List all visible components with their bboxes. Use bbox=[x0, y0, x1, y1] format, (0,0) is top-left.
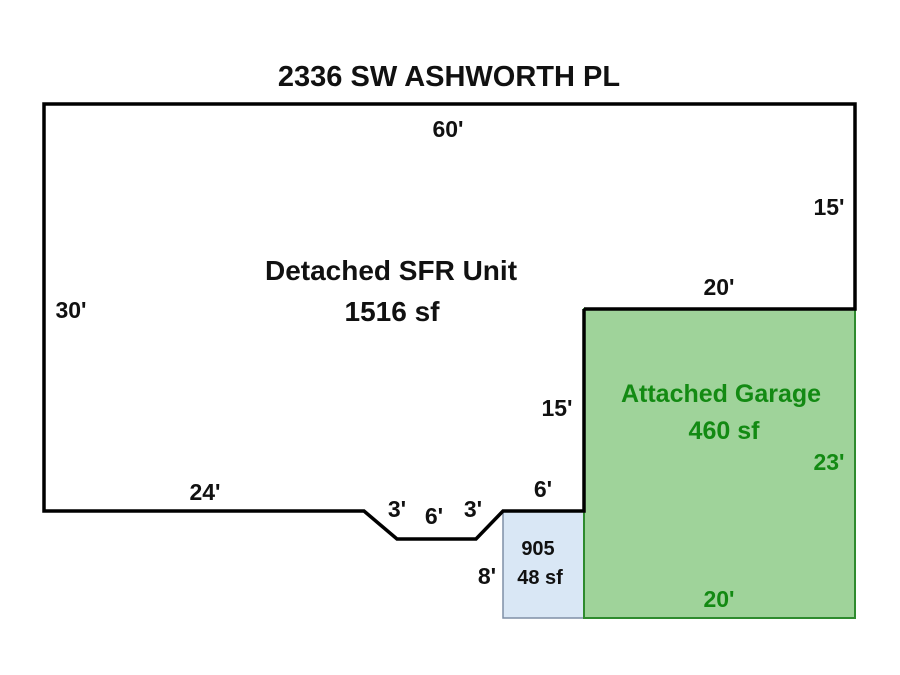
dim-notch-bottom: 6' bbox=[425, 503, 443, 529]
small-area-sf: 48 sf bbox=[517, 567, 563, 589]
garage-area: 460 sf bbox=[689, 417, 761, 445]
dim-bottom-right: 6' bbox=[534, 476, 552, 502]
dim-notch-left: 3' bbox=[388, 496, 406, 522]
dim-inner-vertical: 15' bbox=[541, 395, 572, 421]
property-address-title: 2336 SW ASHWORTH PL bbox=[278, 61, 620, 93]
dim-left: 30' bbox=[55, 297, 86, 323]
small-area-905 bbox=[502, 510, 585, 619]
small-area-id: 905 bbox=[521, 538, 554, 560]
dim-notch-right: 3' bbox=[464, 496, 482, 522]
dim-right-upper: 15' bbox=[813, 194, 844, 220]
garage-dim-right: 23' bbox=[813, 449, 844, 475]
main-unit-outline bbox=[42, 102, 857, 541]
small-area-dim-left: 8' bbox=[478, 563, 496, 589]
dim-bottom-left: 24' bbox=[189, 479, 220, 505]
main-unit-area: 1516 sf bbox=[345, 296, 441, 327]
garage-dim-bottom: 20' bbox=[703, 586, 734, 612]
garage-name: Attached Garage bbox=[621, 380, 821, 408]
main-unit-name: Detached SFR Unit bbox=[265, 255, 517, 286]
attached-garage-area bbox=[583, 308, 856, 619]
dim-step-top: 20' bbox=[703, 274, 734, 300]
dim-top: 60' bbox=[432, 116, 463, 142]
